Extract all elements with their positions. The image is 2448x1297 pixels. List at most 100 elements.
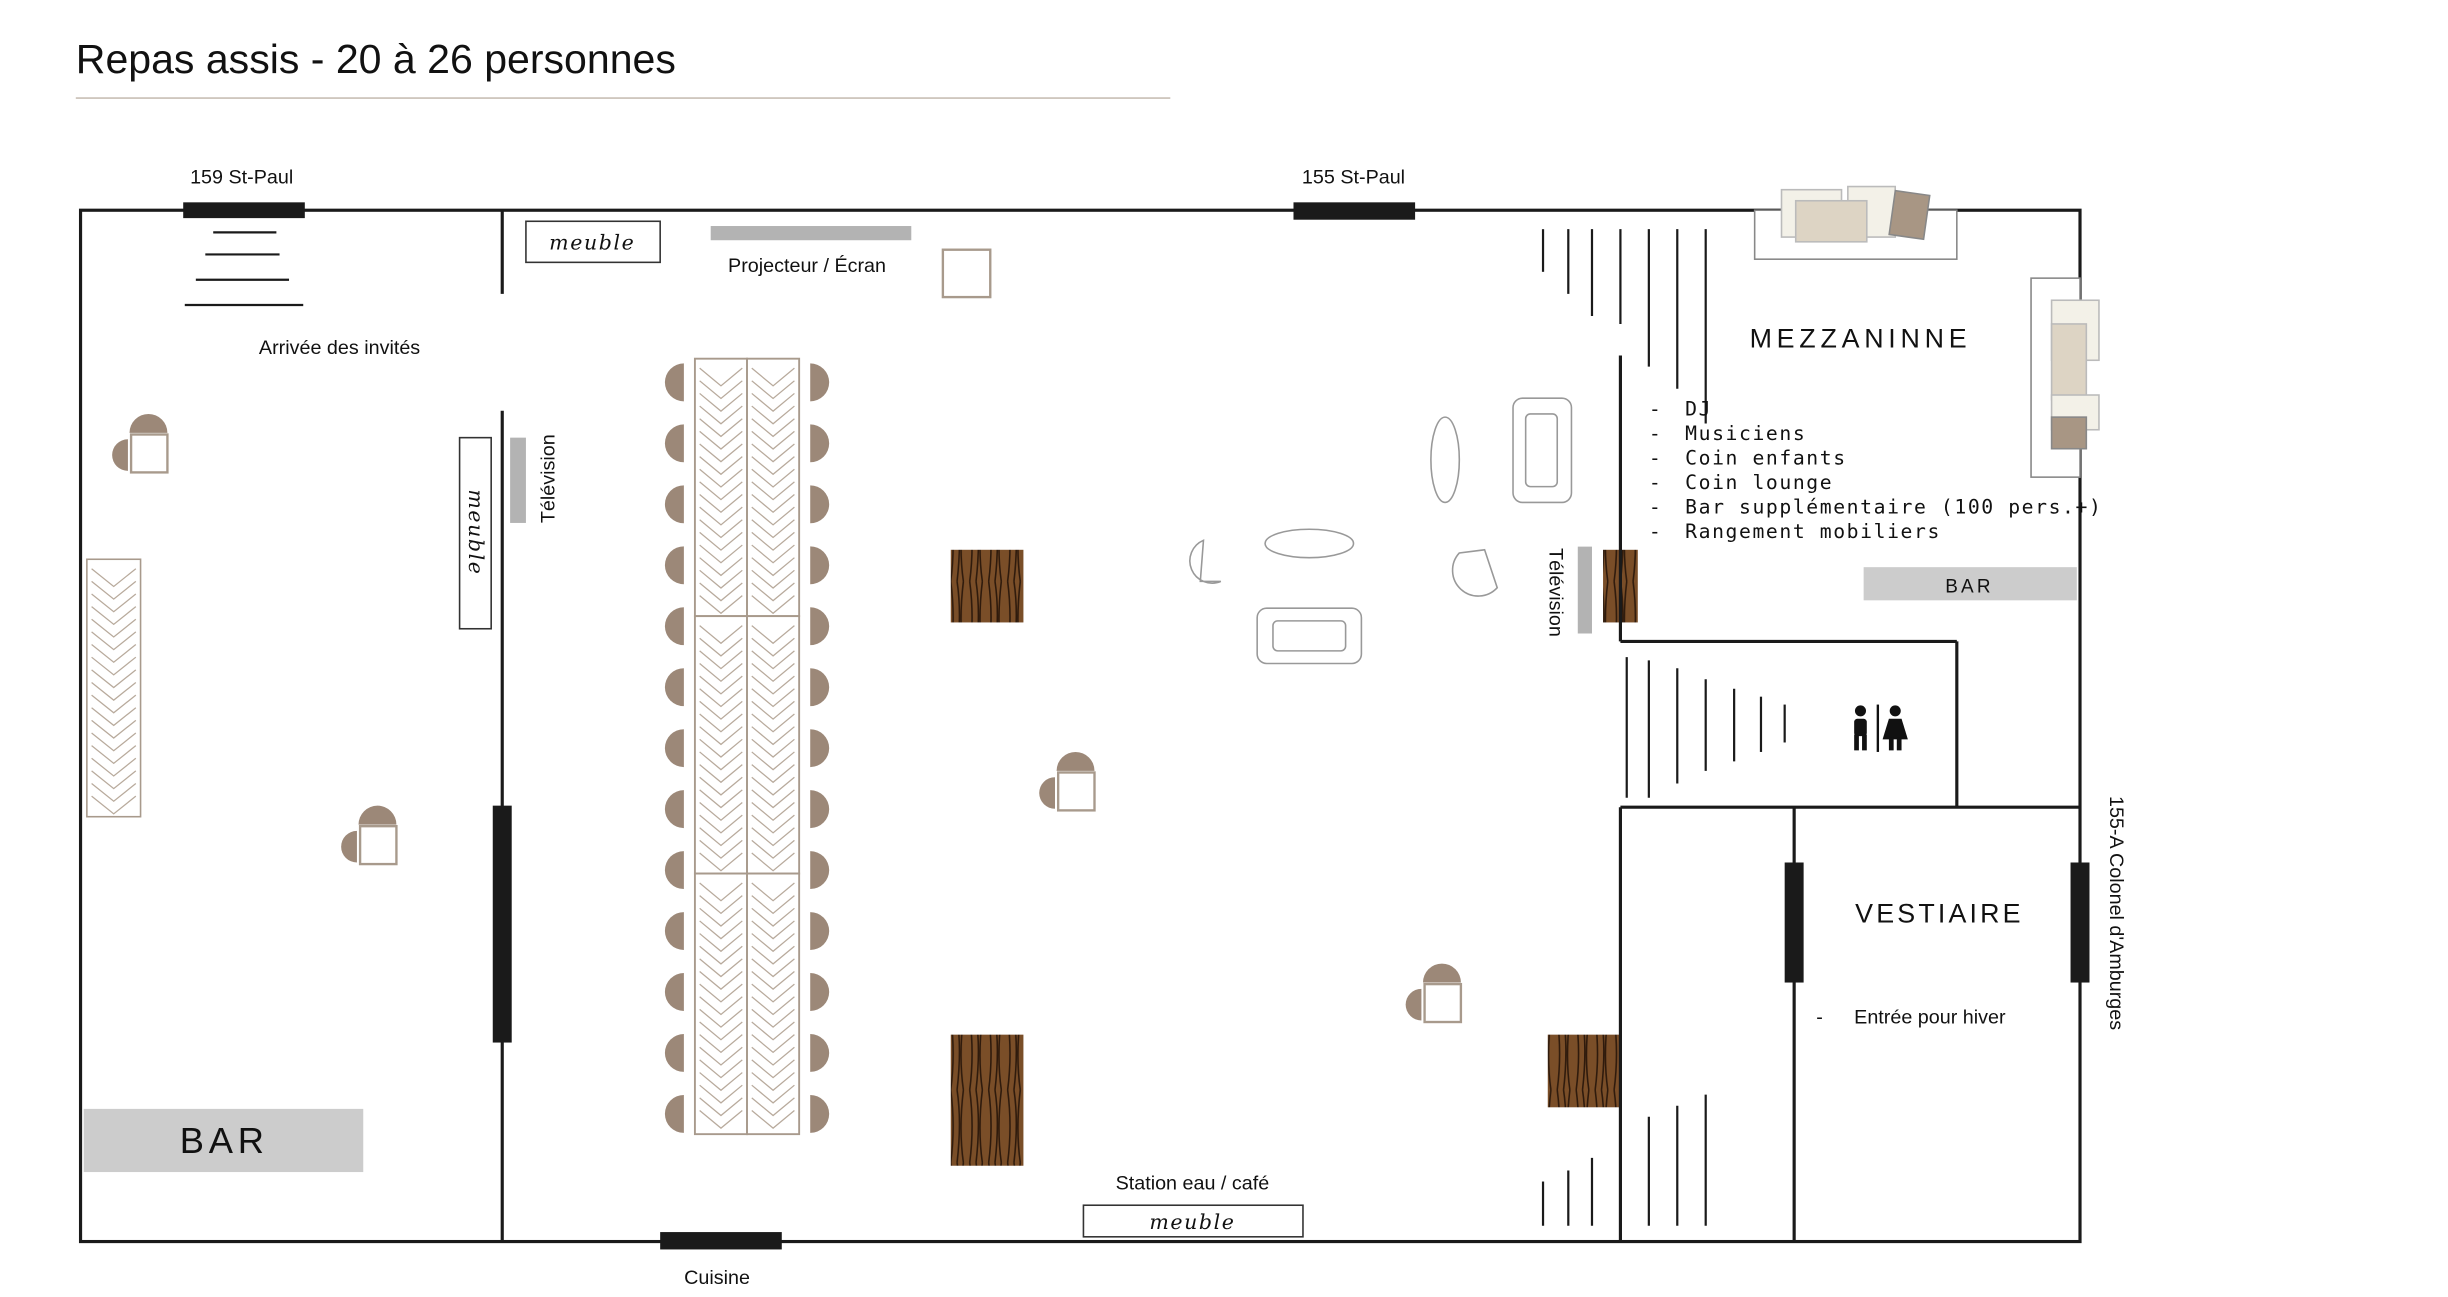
mezzanine-title: MEZZANINNE [1750, 324, 1972, 354]
chevron-pattern [751, 625, 795, 872]
chevron-pattern [751, 882, 795, 1129]
bar-main-label: BAR [180, 1120, 269, 1161]
furniture-label-bottom: meuble [1149, 1210, 1235, 1234]
chair [664, 424, 684, 463]
coffee-table [1430, 416, 1461, 504]
entrance-label-colonel: 155-A Colonel d'Amburges [2105, 796, 2127, 1030]
chair [810, 729, 830, 768]
chair [341, 830, 357, 863]
wood-table [950, 1034, 1024, 1166]
list-bullet: - [1649, 398, 1662, 421]
bar-main [83, 1108, 364, 1173]
chair [1039, 777, 1056, 809]
side-table [358, 824, 398, 866]
list-bullet: - [1649, 495, 1662, 518]
side-table [1423, 982, 1463, 1024]
entrance-label-159: 159 St-Paul [190, 166, 293, 188]
chair [129, 413, 168, 433]
page-title: Repas assis - 20 à 26 personnes [76, 36, 676, 82]
cushion-bench-top [1753, 185, 1958, 260]
chair [664, 851, 684, 890]
chair [664, 729, 684, 768]
cloakroom-door [1784, 862, 1804, 983]
list-bullet: - [1649, 422, 1662, 445]
chair [664, 912, 684, 950]
list-item: DJ [1685, 398, 1712, 421]
armchair [1451, 548, 1499, 597]
armchair [1189, 539, 1222, 584]
chair [810, 912, 830, 950]
door-cuisine [660, 1232, 782, 1250]
furniture-box-bottom [1082, 1204, 1304, 1238]
entrance-label-155: 155 St-Paul [1302, 166, 1405, 188]
door-155-st-paul [1293, 202, 1416, 220]
chair [810, 363, 830, 402]
coffee-table [1264, 528, 1355, 559]
cloakroom-title: VESTIAIRE [1855, 899, 2024, 929]
chair [358, 805, 397, 825]
list-item: Bar supplémentaire (100 pers.+) [1685, 495, 2102, 518]
chair [810, 424, 830, 463]
furniture-label-vertical: meuble [464, 489, 488, 575]
list-bullet: - [1649, 520, 1662, 543]
bar-mezzanine-label: BAR [1945, 576, 1993, 597]
mezzanine-list: -DJ-Musiciens-Coin enfants-Coin lounge-B… [1649, 398, 2102, 543]
television-label-right: Télévision [1544, 548, 1566, 637]
cushion-bench-right [2030, 277, 2100, 478]
stairs [1541, 229, 1786, 1226]
projector-screen [710, 226, 912, 241]
restroom-icon [1854, 704, 1908, 752]
chevron-pattern [751, 367, 795, 615]
wood-table [1547, 1034, 1621, 1108]
cloakroom-bullet: - [1816, 1007, 1823, 1029]
television-left [510, 437, 526, 523]
television-label-left: Télévision [537, 434, 559, 523]
banquet-table [693, 357, 801, 1136]
entrance-label-cuisine: Cuisine [684, 1267, 750, 1289]
chair [664, 1094, 684, 1133]
chevron-pattern [699, 882, 743, 1129]
chair [664, 485, 684, 524]
wood-table [950, 549, 1024, 623]
furniture-box-vertical [458, 436, 492, 630]
chair [1405, 988, 1422, 1021]
inner-door [492, 805, 512, 1043]
door-159-st-paul [183, 202, 305, 219]
chair [664, 790, 684, 829]
chair [810, 790, 830, 829]
television-right [1577, 546, 1592, 634]
list-item: Coin enfants [1685, 447, 1847, 470]
cloakroom-note: Entrée pour hiver [1854, 1007, 2006, 1029]
chevron-pattern [699, 625, 743, 872]
door-155a-colonel [2070, 862, 2090, 983]
chair [810, 485, 830, 524]
water-coffee-label: Station eau / café [1116, 1172, 1270, 1194]
chair [664, 1034, 684, 1072]
chevron-rug [86, 558, 142, 818]
chair [810, 668, 830, 707]
furniture-box [525, 220, 661, 264]
chair [810, 973, 830, 1011]
chair [810, 607, 830, 646]
list-bullet: - [1649, 471, 1662, 494]
chair [112, 439, 128, 471]
chair [664, 607, 684, 646]
chair [810, 546, 830, 585]
entry-steps [184, 231, 304, 307]
furniture-label: meuble [549, 231, 635, 255]
chair [664, 363, 684, 402]
guest-arrival-label: Arrivée des invités [259, 337, 420, 359]
list-item: Rangement mobiliers [1685, 520, 1941, 543]
side-table [129, 433, 169, 474]
lounge-area [1189, 397, 1573, 665]
chair [810, 851, 830, 890]
chair [1422, 963, 1461, 983]
mezzanine-walls [1618, 355, 2081, 1242]
chair [1056, 751, 1095, 771]
projector-label: Projecteur / Écran [728, 254, 886, 277]
chair [664, 546, 684, 585]
bar-mezzanine [1863, 567, 2077, 601]
chair [810, 1094, 830, 1133]
chevron-pattern [699, 367, 743, 615]
